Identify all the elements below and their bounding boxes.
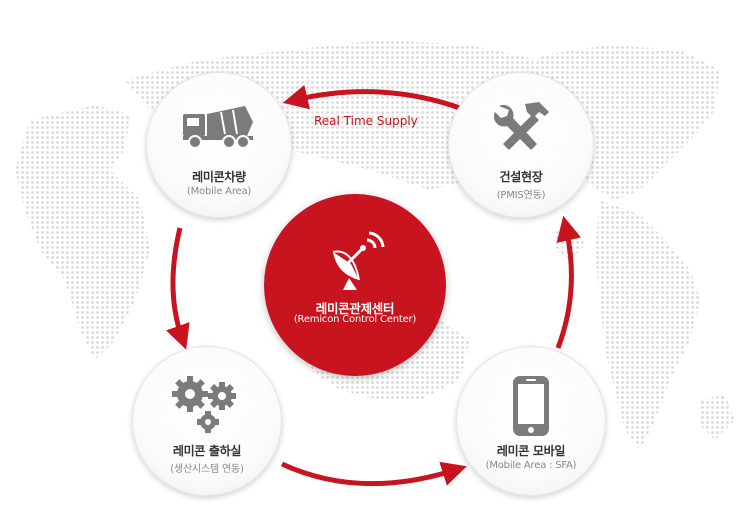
gears-icon bbox=[132, 374, 282, 434]
center-label: 레미콘관제센터 bbox=[315, 301, 395, 316]
node-construction-site[interactable]: 건설현장 (PMIS연동) bbox=[448, 72, 594, 218]
node-sublabel: (Mobile Area : SFA) bbox=[485, 460, 577, 471]
node-remicon-vehicle[interactable]: 레미콘차량 (Mobile Area) bbox=[146, 72, 292, 218]
node-sublabel: (Mobile Area) bbox=[186, 186, 252, 197]
node-label: 레미콘 출하실 bbox=[172, 444, 242, 458]
center-sublabel: (Remicon Control Center) bbox=[293, 314, 417, 325]
arrow-vehicle-to-plant bbox=[166, 227, 190, 350]
arrow-site-to-vehicle bbox=[282, 84, 461, 111]
real-time-supply-label: Real Time Supply bbox=[314, 114, 418, 128]
node-label: 건설현장 bbox=[499, 170, 543, 184]
node-label: 레미콘 모바일 bbox=[496, 444, 566, 458]
arrow-mobile-to-site bbox=[555, 215, 581, 349]
node-sublabel: (생산시스템 연동) bbox=[170, 464, 244, 475]
truck-icon bbox=[146, 100, 292, 160]
node-remicon-plant[interactable]: 레미콘 출하실 (생산시스템 연동) bbox=[132, 346, 282, 496]
smartphone-icon bbox=[456, 374, 606, 436]
node-remicon-control-center[interactable]: 레미콘관제센터 (Remicon Control Center) bbox=[264, 194, 446, 376]
node-label: 레미콘차량 bbox=[192, 170, 246, 184]
wrench-hammer-icon bbox=[448, 100, 594, 160]
node-remicon-mobile[interactable]: 레미콘 모바일 (Mobile Area : SFA) bbox=[456, 346, 606, 496]
arrow-plant-to-mobile bbox=[280, 461, 467, 487]
satellite-dish-icon bbox=[264, 230, 446, 294]
node-sublabel: (PMIS연동) bbox=[496, 190, 546, 201]
